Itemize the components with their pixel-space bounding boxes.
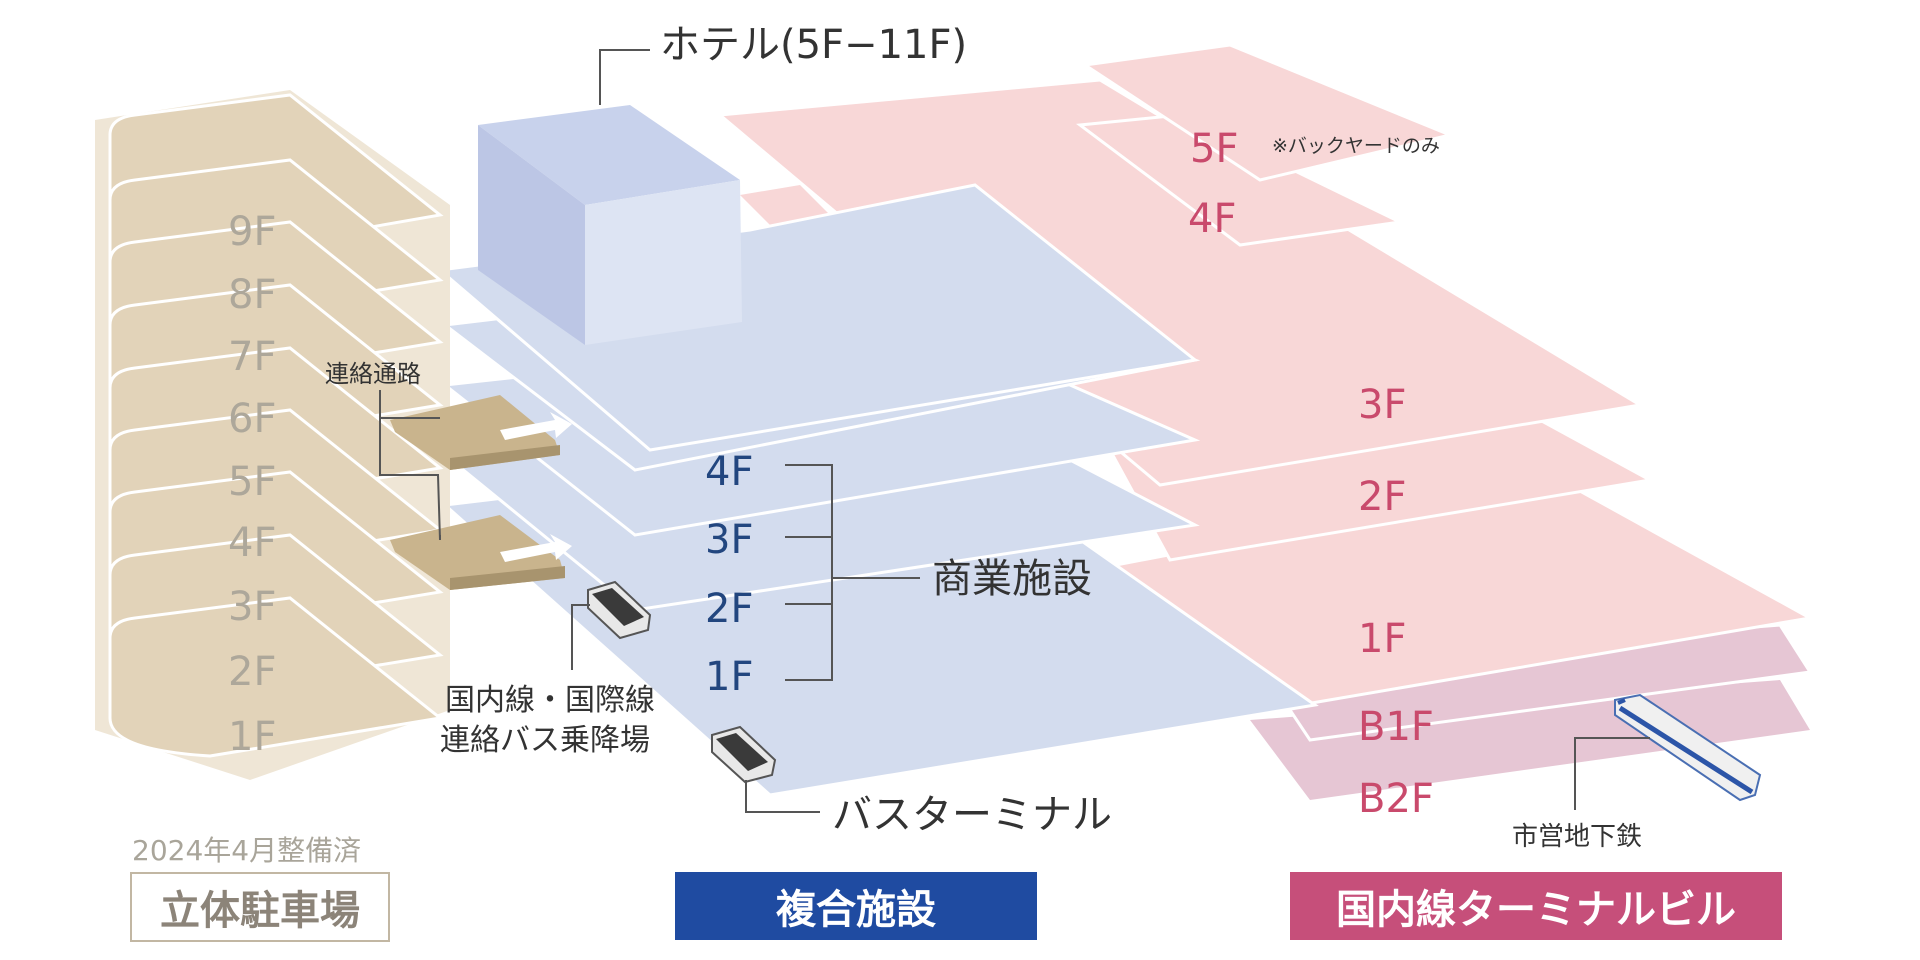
parking-floor-label: 8F — [228, 272, 276, 318]
terminal-floor-4f — [1076, 113, 1406, 247]
arrow-lower-icon — [500, 534, 572, 562]
commercial-bracket — [785, 464, 833, 681]
bus-stop-leader-line — [571, 604, 590, 670]
parking-floor-label: 6F — [228, 396, 276, 442]
backyard-note: ※バックヤードのみ — [1272, 135, 1440, 157]
terminal-floor-5f — [1080, 43, 1455, 182]
parking-slab-1f — [108, 596, 444, 758]
bus-stop-label-line1: 国内線・国際線 — [445, 683, 655, 718]
terminal-small-strip — [740, 185, 830, 225]
hotel-label: ホテル(5F−11F) — [660, 22, 967, 68]
terminal-floor-label: B2F — [1358, 776, 1434, 822]
connection-leader-line — [379, 417, 441, 541]
hotel-block-side — [478, 125, 585, 345]
commercial-label: 商業施設 — [932, 556, 1092, 602]
parking-floor-label: 5F — [228, 459, 276, 505]
complex-facility — [436, 105, 1319, 797]
bus-terminal-bus-icon — [711, 725, 777, 784]
passage-lower-shade — [450, 566, 565, 590]
complex-floor-label: 4F — [705, 449, 753, 495]
terminal-floor-label: 4F — [1188, 196, 1236, 242]
connection-label: 連絡通路 — [325, 360, 421, 388]
parking-floor-label: 3F — [228, 584, 276, 630]
terminal-floor-label: 2F — [1358, 474, 1406, 520]
terminal-title-box: 国内線ターミナルビル — [1290, 872, 1782, 940]
parking-structure — [95, 90, 572, 780]
parking-floor-label: 9F — [228, 209, 276, 255]
passage-upper-shade — [450, 445, 560, 470]
complex-title: 複合施設 — [776, 887, 936, 933]
bus-terminal-label: バスターミナル — [832, 792, 1112, 838]
subway-train-icon — [1614, 693, 1762, 802]
terminal-floor-label: 1F — [1358, 616, 1406, 662]
terminal-building — [716, 43, 1815, 800]
hotel-block-front — [585, 180, 742, 345]
hotel-block-top — [478, 105, 740, 205]
bus-terminal-leader-line — [745, 780, 820, 813]
terminal-title: 国内線ターミナルビル — [1336, 887, 1736, 933]
parking-floor-label: 2F — [228, 649, 276, 695]
parking-title-box: 立体駐車場 — [130, 872, 390, 942]
complex-floor-label: 1F — [705, 654, 753, 700]
parking-title: 立体駐車場 — [160, 888, 360, 934]
terminal-floor-label: 5F — [1190, 126, 1238, 172]
bus-icon — [587, 580, 652, 640]
parking-note: 2024年4月整備済 — [132, 834, 361, 867]
hotel-leader-line — [599, 49, 650, 105]
parking-floor-label: 7F — [228, 334, 276, 380]
parking-floor-label: 4F — [228, 520, 276, 566]
arrow-upper-icon — [500, 412, 572, 440]
bus-stop-label-line2: 連絡バス乗降場 — [440, 723, 650, 758]
complex-floor-label: 2F — [705, 586, 753, 632]
complex-floor-label: 3F — [705, 517, 753, 563]
terminal-floor-label: 3F — [1358, 382, 1406, 428]
terminal-floor-label: B1F — [1358, 704, 1434, 750]
complex-title-box: 複合施設 — [675, 872, 1037, 940]
parking-floor-label: 1F — [228, 714, 276, 760]
subway-label: 市営地下鉄 — [1512, 822, 1642, 852]
subway-leader-line — [1574, 737, 1650, 810]
